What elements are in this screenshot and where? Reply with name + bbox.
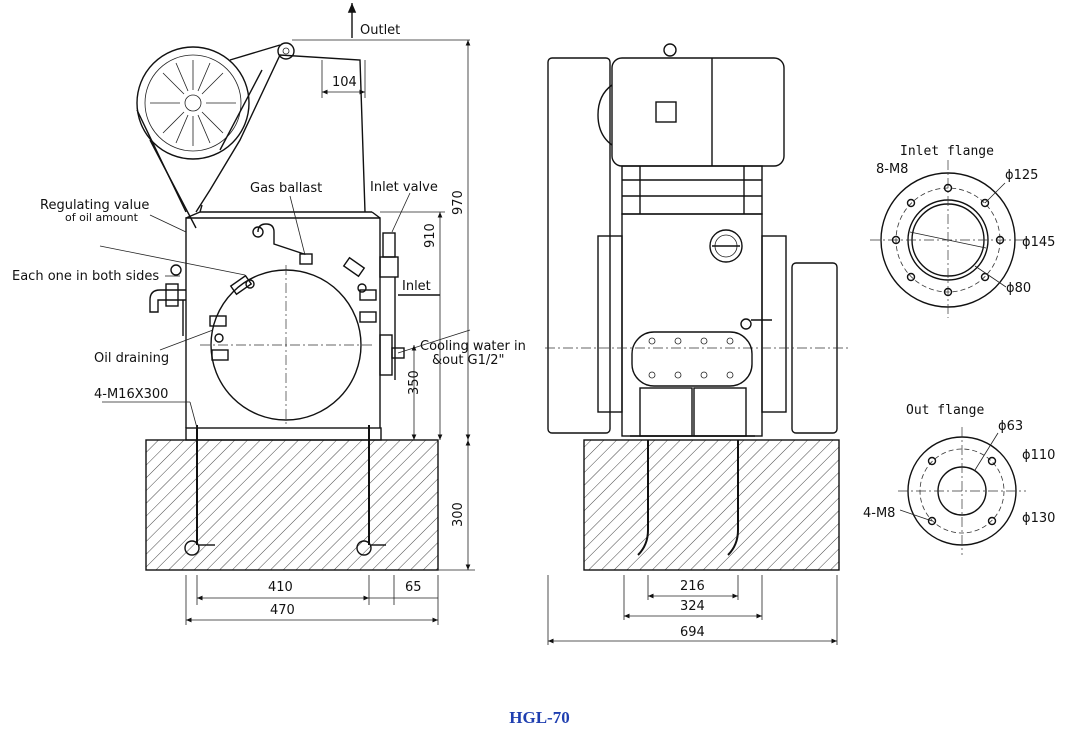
dim-410: 410: [268, 580, 293, 595]
side-view: Outlet 104 Gas ballast Inlet valve Inlet…: [12, 3, 526, 625]
side-base-rail: [185, 427, 382, 441]
label-cooling-1: Cooling water in: [420, 339, 526, 354]
label-oil-draining: Oil draining: [94, 351, 169, 366]
dim-216: 216: [680, 579, 705, 594]
dim-910: 910: [423, 223, 438, 248]
out-flange-d110: ϕ110: [1022, 448, 1055, 463]
out-flange-d63: ϕ63: [998, 419, 1023, 434]
dim-104: 104: [332, 75, 357, 90]
inlet-flange-d145: ϕ145: [1022, 235, 1055, 250]
side-motor-fan: [136, 46, 250, 160]
front-pulley-left: [547, 57, 611, 434]
side-foundation: [145, 439, 439, 571]
front-view: 216 324 694: [545, 43, 850, 645]
side-upper-housing: [195, 54, 366, 213]
inlet-flange-bolts: 8-M8: [876, 162, 908, 177]
side-anchor-bolts: [184, 425, 386, 556]
inlet-flange: Inlet flange 8-M8 ϕ125 ϕ145 ϕ80: [870, 144, 1055, 318]
out-flange: Out flange ϕ63 ϕ110 4-M8 ϕ130: [863, 403, 1055, 555]
label-each-side: Each one in both sides: [12, 269, 159, 284]
out-flange-title: Out flange: [906, 403, 984, 418]
dim-65: 65: [405, 580, 422, 595]
label-regulating-1: Regulating value: [40, 198, 149, 213]
front-cover-plate: [631, 331, 753, 387]
model-caption: HGL-70: [509, 708, 570, 727]
front-foundation: [583, 439, 840, 571]
label-regulating-2: of oil amount: [65, 211, 139, 224]
inlet-flange-d80: ϕ80: [1006, 281, 1031, 296]
label-bolts: 4-M16X300: [94, 387, 168, 402]
side-rotor-bolts: [209, 256, 377, 361]
label-inlet: Inlet: [402, 279, 431, 294]
label-inlet-valve: Inlet valve: [370, 180, 438, 195]
dim-324: 324: [680, 599, 705, 614]
dim-300: 300: [451, 502, 466, 527]
side-main-body: [185, 217, 381, 428]
inlet-flange-d125: ϕ125: [1005, 168, 1038, 183]
dim-970: 970: [451, 190, 466, 215]
out-flange-bolts: 4-M8: [863, 506, 895, 521]
dim-470: 470: [270, 603, 295, 618]
label-outlet: Outlet: [360, 23, 400, 38]
inlet-flange-title: Inlet flange: [900, 144, 994, 159]
out-flange-d130: ϕ130: [1022, 511, 1055, 526]
dim-694: 694: [680, 625, 705, 640]
dim-350: 350: [407, 370, 422, 395]
inlet-flange-bolt-holes: [891, 183, 1005, 297]
label-gas-ballast: Gas ballast: [250, 181, 322, 196]
front-motor: [611, 57, 785, 167]
out-flange-bolt-holes: [927, 456, 997, 526]
